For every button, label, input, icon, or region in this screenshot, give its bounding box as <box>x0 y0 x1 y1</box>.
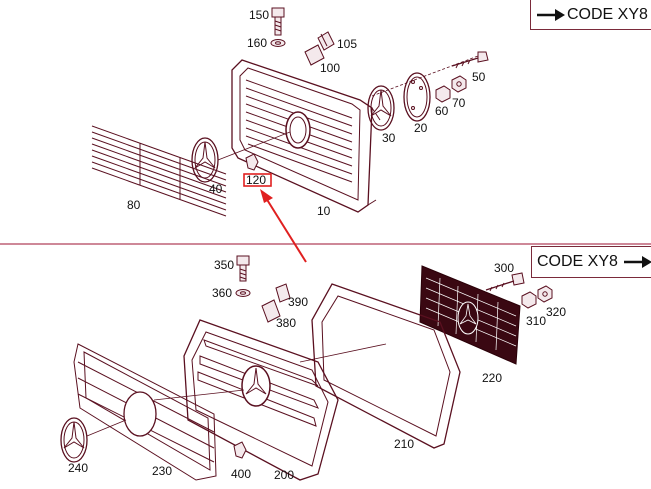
mesh-80-drawing <box>91 125 227 217</box>
highlight-box <box>243 173 272 187</box>
label-400: 400 <box>231 467 251 481</box>
frame-210-drawing <box>299 283 461 449</box>
label-230: 230 <box>152 464 172 478</box>
screw-300-drawing <box>485 272 525 292</box>
star-30-drawing <box>367 85 395 131</box>
label-10: 10 <box>317 204 331 218</box>
label-210: 210 <box>394 437 414 451</box>
label-320: 320 <box>546 305 566 319</box>
nut-310-drawing <box>521 291 537 309</box>
label-30: 30 <box>382 131 396 145</box>
bolt-150-drawing <box>271 7 285 36</box>
label-390: 390 <box>288 295 308 309</box>
screw-50-drawing <box>451 51 489 69</box>
label-150: 150 <box>249 8 269 22</box>
label-40: 40 <box>209 182 223 196</box>
arrow-right-icon <box>537 9 565 21</box>
label-220: 220 <box>482 371 502 385</box>
label-105: 105 <box>337 37 357 51</box>
code-bottom-label: CODE XY8 <box>537 253 618 270</box>
label-50: 50 <box>472 70 486 84</box>
label-350: 350 <box>214 258 234 272</box>
clip-105-drawing <box>304 31 335 66</box>
grille-200-drawing <box>183 319 339 481</box>
washer-360-drawing <box>235 289 251 297</box>
label-60: 60 <box>435 104 449 118</box>
clip-120-drawing <box>245 153 259 171</box>
clip-390-drawing <box>275 283 291 303</box>
bolt-350-drawing <box>236 255 250 282</box>
arrow-right-icon <box>623 256 651 268</box>
star-40-drawing <box>191 131 291 183</box>
code-xy8-box-bottom: CODE XY8 <box>531 246 651 278</box>
washer-160-drawing <box>270 39 286 47</box>
label-300: 300 <box>494 261 514 275</box>
clip-400-drawing <box>233 441 247 459</box>
cover-230-drawing <box>73 343 245 481</box>
code-top-label: CODE XY8 <box>567 5 648 23</box>
nut-70-drawing <box>451 75 467 93</box>
label-20: 20 <box>414 121 428 135</box>
label-120: 120 <box>246 173 266 187</box>
highlight-arrow <box>265 197 307 263</box>
star-240-drawing <box>60 417 127 463</box>
label-100: 100 <box>320 61 340 75</box>
code-xy8-box-top: CODE XY8 <box>530 0 651 30</box>
nut-320-drawing <box>537 285 553 303</box>
label-80: 80 <box>127 198 141 212</box>
label-200: 200 <box>274 468 294 482</box>
label-360: 360 <box>212 286 232 300</box>
plate-20-drawing <box>403 72 431 122</box>
grille-220-drawing <box>419 265 521 365</box>
clip-380-drawing <box>261 299 281 323</box>
grille-10-drawing <box>231 59 381 213</box>
label-380: 380 <box>276 316 296 330</box>
label-160: 160 <box>247 36 267 50</box>
label-240: 240 <box>68 461 88 475</box>
label-310: 310 <box>526 314 546 328</box>
nut-60-drawing <box>435 85 451 103</box>
label-70: 70 <box>452 96 466 110</box>
